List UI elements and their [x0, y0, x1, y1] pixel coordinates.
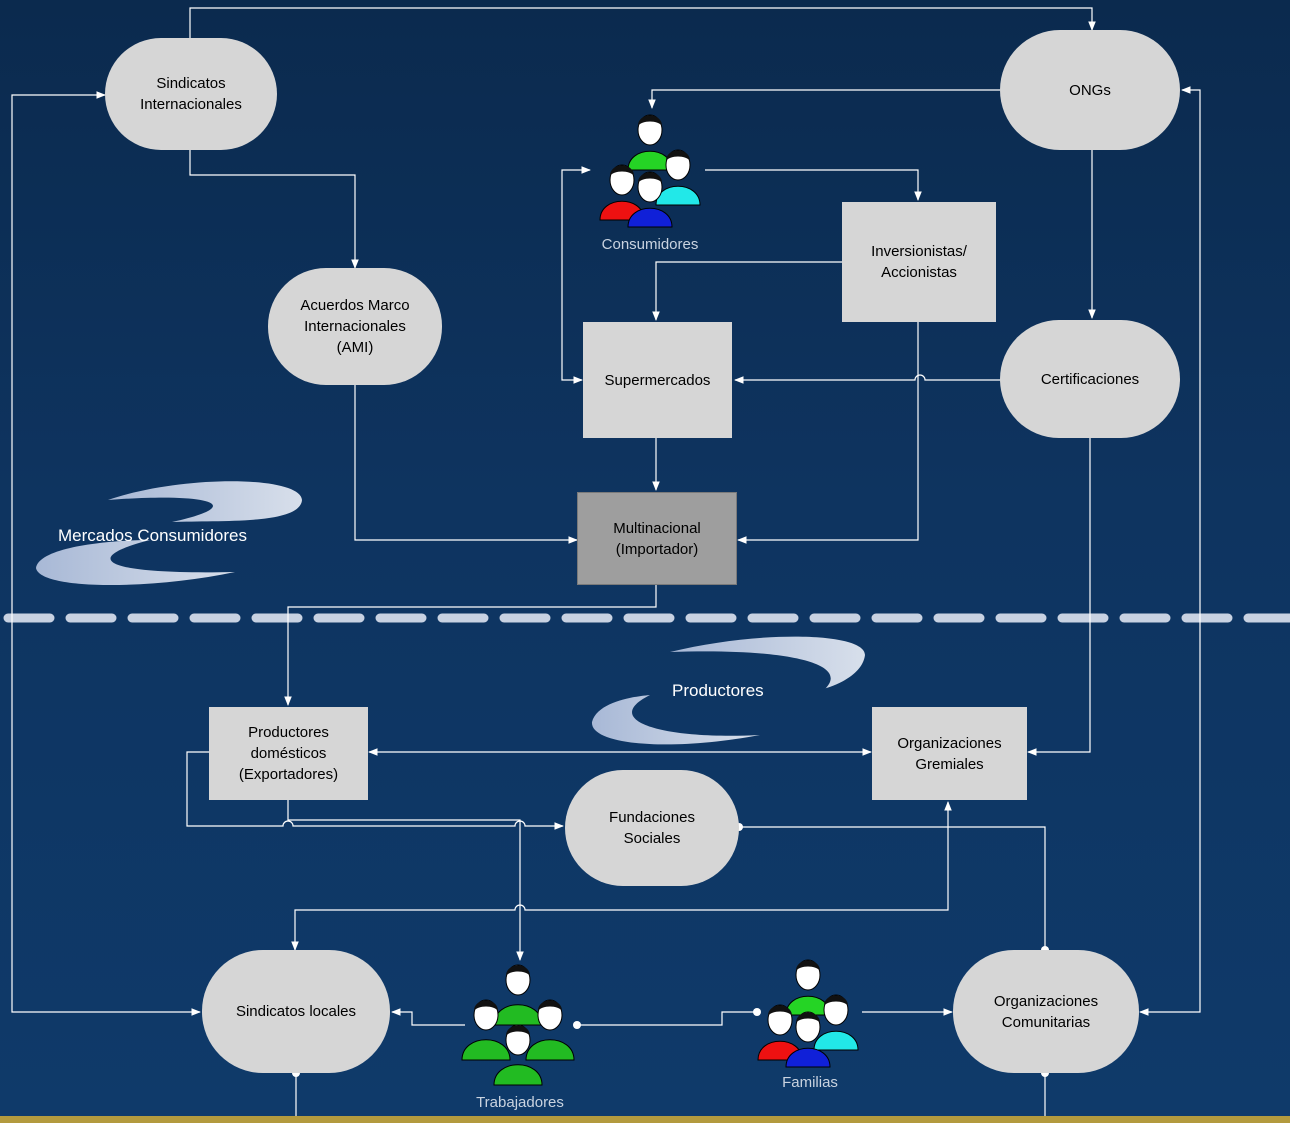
- connectors: [11, 7, 1201, 1123]
- footer-accent-bar: [0, 1116, 1290, 1123]
- node-sindicatos-internacionales[interactable]: Sindicatos Internacionales: [105, 38, 277, 150]
- node-certificaciones[interactable]: Certificaciones: [1000, 320, 1180, 438]
- region-label-mercados-consumidores: Mercados Consumidores: [58, 526, 247, 545]
- node-fundaciones-sociales[interactable]: Fundaciones Sociales: [565, 770, 739, 886]
- node-organizaciones-comunitarias[interactable]: Organizaciones Comunitarias: [953, 950, 1139, 1073]
- consumidores-people-icon: [599, 114, 701, 228]
- trabajadores-people-icon: [461, 964, 575, 1086]
- productores-swoosh: [591, 636, 865, 745]
- label-trabajadores: Trabajadores: [476, 1094, 564, 1111]
- region-label-productores: Productores: [672, 681, 764, 700]
- node-multinacional-importador[interactable]: Multinacional (Importador): [577, 492, 737, 585]
- node-organizaciones-gremiales[interactable]: Organizaciones Gremiales: [872, 707, 1027, 800]
- node-acuerdos-marco-internacionales[interactable]: Acuerdos Marco Internacionales (AMI): [268, 268, 442, 385]
- node-productores-domesticos[interactable]: Productores domésticos (Exportadores): [209, 707, 368, 800]
- node-supermercados[interactable]: Supermercados: [583, 322, 732, 438]
- node-sindicatos-locales[interactable]: Sindicatos locales: [202, 950, 390, 1073]
- node-ongs[interactable]: ONGs: [1000, 30, 1180, 150]
- node-inversionistas-accionistas[interactable]: Inversionistas/ Accionistas: [842, 202, 996, 322]
- familias-people-icon: [757, 959, 859, 1068]
- label-consumidores: Consumidores: [601, 236, 699, 253]
- label-familias: Familias: [782, 1074, 838, 1091]
